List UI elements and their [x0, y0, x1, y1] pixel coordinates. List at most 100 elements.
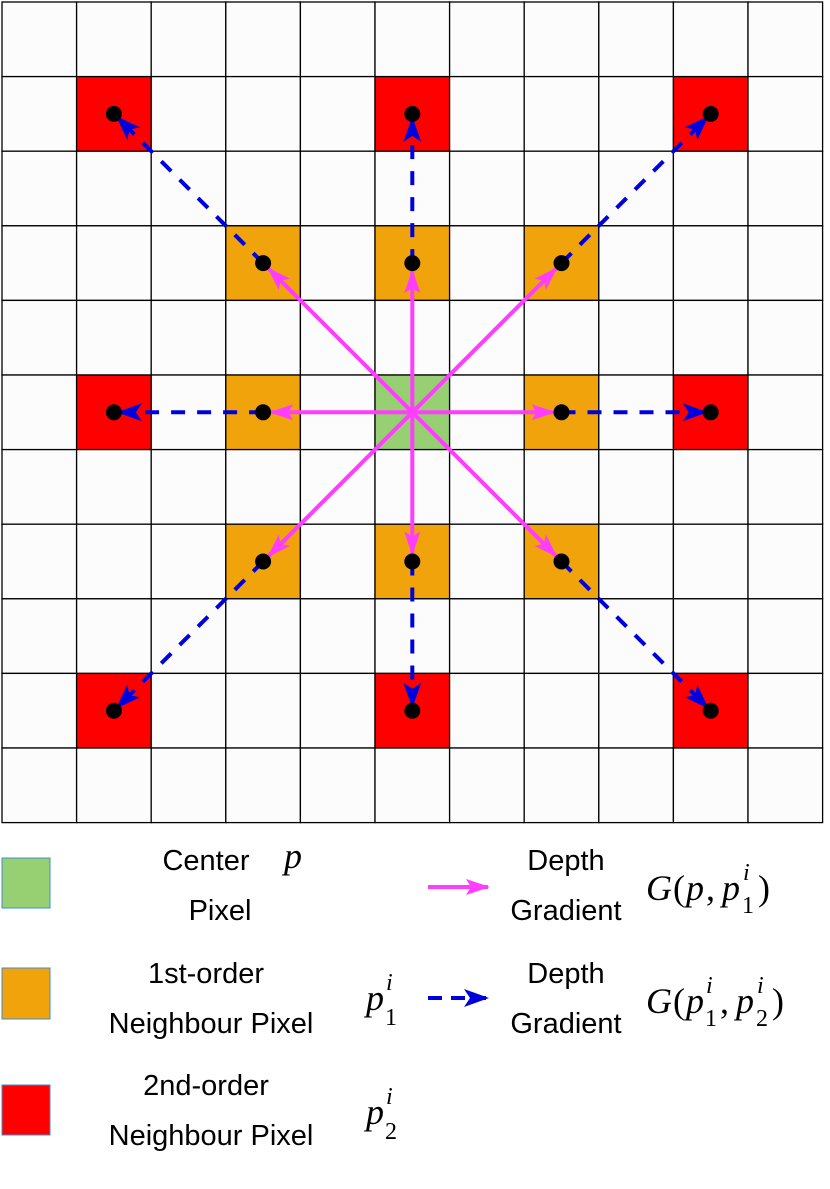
grid-cell	[448, 747, 525, 824]
grid-cell	[672, 150, 749, 227]
svg-text:i: i	[386, 970, 393, 996]
grid-cell	[225, 75, 302, 152]
depth-gradient-arrow	[267, 267, 414, 414]
legend-second-order-line1: 2nd-order	[143, 1070, 269, 1102]
grid-cell	[523, 299, 600, 376]
grid-cell	[1, 672, 78, 749]
first-order-gradient-arrows	[267, 267, 558, 558]
grid-cell	[374, 150, 451, 227]
second-order-gradient-arrow	[560, 560, 709, 709]
grid-cell	[672, 299, 749, 376]
legend-center-line1: Center	[162, 845, 249, 877]
pixel-dot	[404, 105, 421, 122]
legend: Center Pixel p 1st-order Neighbour Pixel…	[1, 836, 784, 1152]
grid-cell	[523, 448, 600, 525]
grid-cell	[299, 1, 376, 78]
pixel-dot	[702, 105, 719, 122]
pixel-dot	[404, 702, 421, 719]
grid-cell	[598, 75, 675, 152]
svg-text:i: i	[757, 973, 764, 999]
grid-cell	[523, 672, 600, 749]
grid-cell	[448, 672, 525, 749]
svg-text:p: p	[683, 868, 704, 908]
svg-text:G: G	[646, 868, 672, 908]
grid-cell	[598, 672, 675, 749]
legend-second-order-line2: Neighbour Pixel	[109, 1120, 314, 1152]
grid-cell	[747, 1, 824, 78]
svg-text:p: p	[363, 978, 384, 1018]
grid-cell	[1, 598, 78, 675]
legend-second-order-swatch	[1, 1084, 51, 1136]
grid-cell	[448, 598, 525, 675]
grid-cell	[225, 672, 302, 749]
pixel-dot	[553, 255, 570, 272]
grid-cell	[523, 598, 600, 675]
grid-cell	[747, 598, 824, 675]
svg-text:1: 1	[742, 893, 754, 919]
svg-text:2: 2	[385, 1119, 397, 1145]
grid-cell	[75, 1, 152, 78]
second-order-gradient-arrow	[116, 116, 265, 265]
grid-cell	[448, 225, 525, 302]
svg-text:p: p	[719, 868, 740, 908]
grid-cell	[1, 523, 78, 600]
grid-cell	[150, 747, 227, 824]
legend-gradient1-line1: Depth	[527, 845, 604, 877]
pixel-dot	[404, 553, 421, 570]
svg-text:): )	[758, 868, 770, 908]
grid-cell	[299, 225, 376, 302]
grid-cell	[225, 747, 302, 824]
svg-text:p: p	[683, 981, 704, 1021]
grid-cell	[150, 523, 227, 600]
grid-cell	[374, 598, 451, 675]
grid-cell	[225, 448, 302, 525]
svg-text:p: p	[363, 1092, 384, 1132]
grid-cell	[225, 150, 302, 227]
svg-text:p: p	[733, 981, 754, 1021]
grid-cell	[75, 448, 152, 525]
grid-cell	[448, 150, 525, 227]
depth-gradient-arrow	[410, 267, 558, 414]
legend-first-order-symbol: p i 1	[363, 970, 397, 1031]
grid-cell	[523, 747, 600, 824]
legend-center-symbol: p	[281, 836, 302, 876]
grid-cell	[150, 672, 227, 749]
depth-gradient-arrow	[267, 410, 414, 558]
grid-cell	[747, 672, 824, 749]
pixel-dot	[105, 105, 122, 122]
grid-cell	[1, 75, 78, 152]
grid-cell	[299, 150, 376, 227]
svg-text:G: G	[646, 981, 672, 1021]
grid-cell	[448, 75, 525, 152]
grid-cell	[747, 225, 824, 302]
grid-cell	[672, 598, 749, 675]
grid-cell	[299, 523, 376, 600]
second-order-gradient-arrow	[560, 116, 709, 265]
grid-cell	[1, 374, 78, 451]
legend-first-order-swatch	[1, 967, 51, 1020]
pixel-dot	[404, 255, 421, 272]
svg-text:): )	[772, 981, 784, 1021]
grid-cell	[598, 1, 675, 78]
pixel-dot	[553, 553, 570, 570]
second-order-gradient-arrow	[116, 560, 265, 709]
grid-cell	[299, 75, 376, 152]
grid-cell	[299, 747, 376, 824]
svg-text:,: ,	[720, 981, 729, 1021]
grid-cell	[1, 747, 78, 824]
svg-text:2: 2	[756, 1006, 768, 1032]
grid-cell	[150, 1, 227, 78]
grid-cell	[75, 523, 152, 600]
grid-cell	[598, 448, 675, 525]
grid-cell	[747, 150, 824, 227]
grid-cell	[150, 225, 227, 302]
svg-text:i: i	[743, 860, 750, 886]
legend-gradient1-line2: Gradient	[510, 895, 621, 927]
pixel-dot	[255, 404, 272, 421]
legend-gradient2-line2: Gradient	[510, 1008, 621, 1040]
svg-text:(: (	[673, 868, 685, 908]
pixel-dot	[702, 404, 719, 421]
svg-text:(: (	[673, 981, 685, 1021]
grid-cell	[299, 672, 376, 749]
